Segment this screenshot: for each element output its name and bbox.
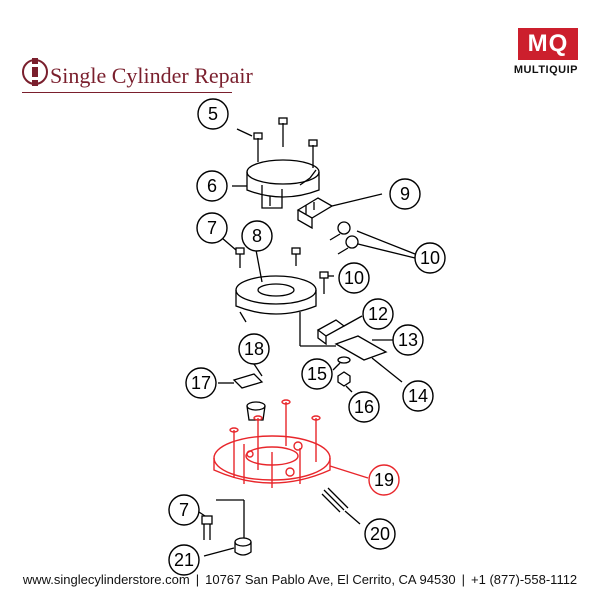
callout-12: 12 [362, 298, 394, 330]
part-5-screws [236, 117, 318, 168]
part-15-washer [332, 356, 351, 371]
callout-5: 5 [197, 98, 229, 130]
callout-label: 16 [354, 397, 374, 417]
part-9-bracket [296, 193, 383, 230]
callout-15: 15 [301, 358, 333, 390]
callout-label: 18 [244, 339, 264, 359]
callout-label: 15 [307, 364, 327, 384]
callout-circle [402, 380, 434, 412]
footer: www.singlecylinderstore.com | 10767 San Pa… [0, 572, 600, 587]
callout-17: 17 [185, 367, 217, 399]
part-18-plug [246, 363, 266, 421]
callout-circle [389, 178, 421, 210]
callout-circle [348, 391, 380, 423]
callout-label: 19 [374, 470, 394, 490]
callout-circle [362, 298, 394, 330]
mq-logo-box: MQ [518, 28, 578, 60]
part-20-spring [321, 487, 361, 525]
part-19-base-plate [213, 399, 369, 488]
callout-13: 13 [392, 324, 424, 356]
footer-address: 10767 San Pablo Ave, El Cerrito, CA 9453… [205, 572, 456, 587]
part-13-14-plate [299, 326, 403, 383]
callout-circle [238, 333, 270, 365]
callout-circle [368, 464, 400, 496]
callout-8: 8 [241, 220, 273, 252]
part-7-screw-upper [221, 237, 245, 268]
callout-label: 5 [208, 104, 218, 124]
brand-mark-icon [22, 58, 48, 86]
callout-7: 7 [196, 212, 228, 244]
callout-label: 20 [370, 524, 390, 544]
footer-phone[interactable]: +1 (877)-558-1112 [471, 572, 578, 587]
callout-label: 9 [400, 184, 410, 204]
mq-logo-word: MULTIQUIP [513, 64, 578, 76]
multiquip-logo: MQ MULTIQUIP [490, 28, 578, 82]
single-cylinder-repair-logo: Single Cylinder Repair [22, 55, 253, 99]
callout-circle [392, 324, 424, 356]
part-16-nut [337, 371, 353, 393]
callout-label: 13 [398, 330, 418, 350]
callout-20: 20 [364, 518, 396, 550]
callout-21: 21 [168, 544, 200, 576]
callout-18: 18 [238, 333, 270, 365]
callout-9: 9 [389, 178, 421, 210]
callout-14: 14 [402, 380, 434, 412]
brand-name: Single Cylinder Repair [50, 63, 253, 88]
callout-circle [168, 494, 200, 526]
callout-6: 6 [196, 170, 228, 202]
footer-separator: | [461, 572, 466, 587]
footer-website[interactable]: www.singlecylinderstore.com [22, 572, 190, 587]
callout-label: 7 [179, 500, 189, 520]
callout-label: 14 [408, 386, 428, 406]
callout-10: 10 [414, 242, 446, 274]
callout-circle [241, 220, 273, 252]
callout-label: 17 [191, 373, 211, 393]
callout-label: 12 [368, 304, 388, 324]
callout-label: 10 [420, 248, 440, 268]
callout-circle [196, 212, 228, 244]
part-10-screws-upper [329, 221, 416, 259]
callout-circle [364, 518, 396, 550]
callout-label: 8 [252, 226, 262, 246]
part-10-screw-middle [319, 271, 334, 294]
part-6-clamp-band [232, 159, 320, 209]
part-17-clip [218, 373, 264, 389]
callout-label: 7 [207, 218, 217, 238]
callout-circle [168, 544, 200, 576]
callout-label: 6 [207, 176, 217, 196]
callout-label: 21 [174, 550, 194, 570]
callout-circle [414, 242, 446, 274]
callout-circle [185, 367, 217, 399]
callout-circle [197, 98, 229, 130]
callout-circle [301, 358, 333, 390]
callout-19: 19 [368, 464, 400, 496]
callout-10: 10 [338, 262, 370, 294]
footer-separator: | [195, 572, 200, 587]
part-21-nut [203, 537, 252, 557]
callout-circle [338, 262, 370, 294]
callout-16: 16 [348, 391, 380, 423]
part-8-ring [235, 247, 317, 326]
callout-label: 10 [344, 268, 364, 288]
part-12-bracket [316, 315, 363, 346]
callout-circle [196, 170, 228, 202]
callout-7: 7 [168, 494, 200, 526]
brand-underline [22, 92, 232, 93]
part-7-bolt-lower [195, 499, 245, 540]
